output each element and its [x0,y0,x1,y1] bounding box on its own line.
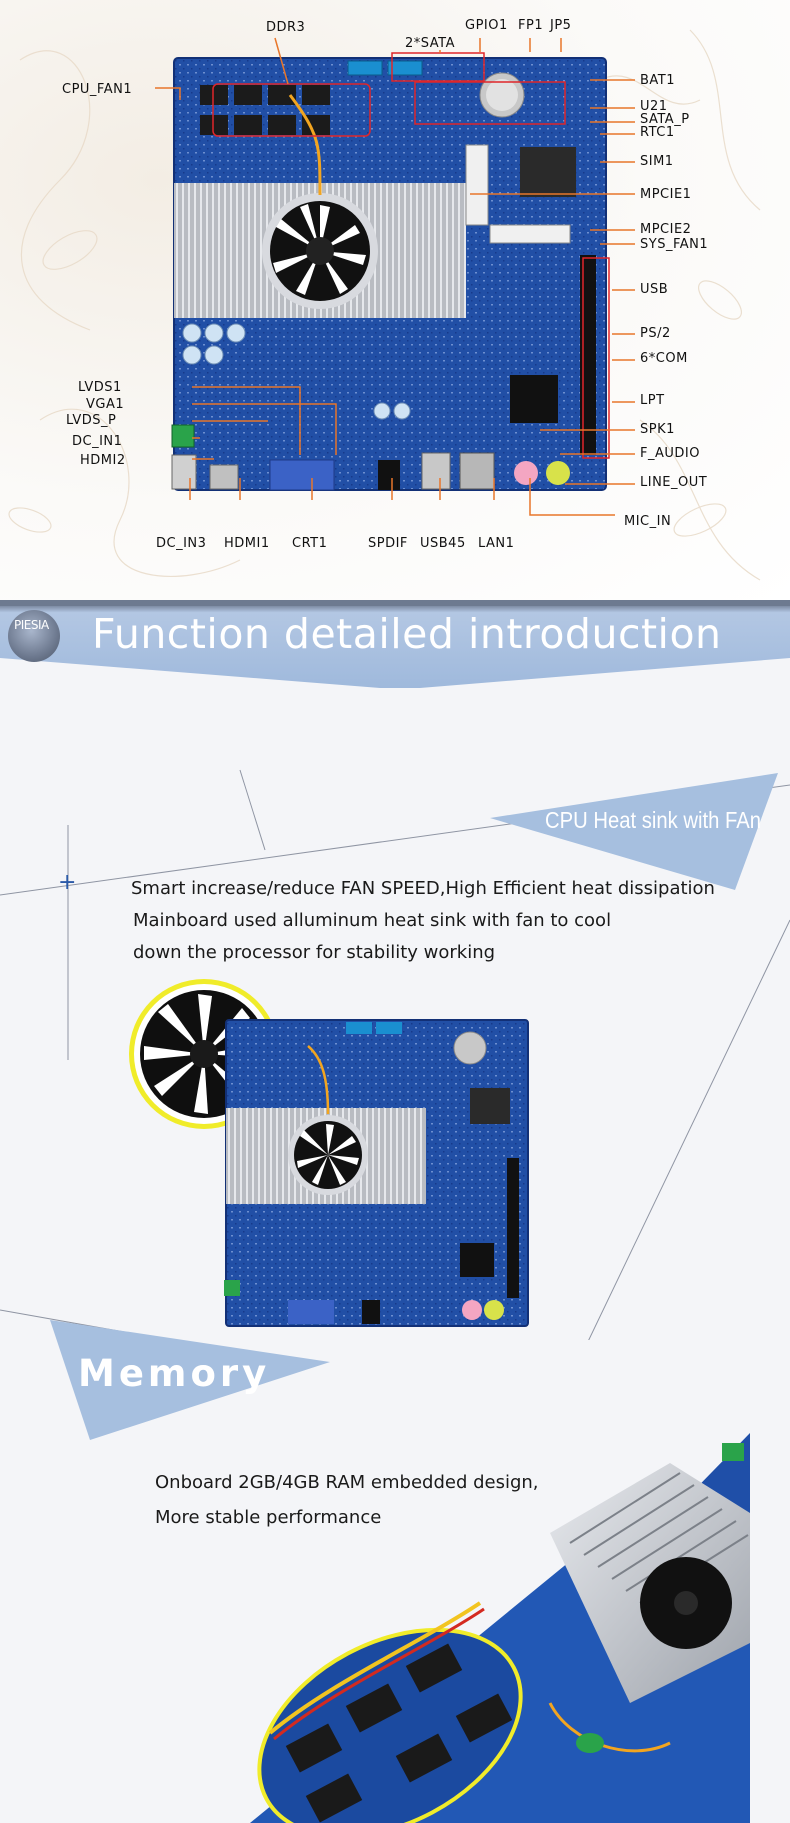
brand-logo-text: PIESIA [14,618,49,632]
memory-heading-shape [50,1320,330,1440]
callout-lines [155,37,635,516]
label-sata-p: SATA_P [640,112,690,127]
banner-title: Function detailed introduction [92,610,722,658]
label-lvds1: LVDS1 [78,380,122,395]
label-sim1: SIM1 [640,154,674,169]
label-vga1: VGA1 [86,397,125,412]
label-mpcie2: MPCIE2 [640,222,692,237]
cpu-desc-line-3: down the processor for stability working [133,942,496,963]
memory-heading: Memory [78,1352,271,1395]
label-lpt: LPT [640,393,665,408]
label-ddr3: DDR3 [266,20,306,35]
cpu-desc-line-1: Smart increase/reduce FAN SPEED,High Eff… [131,878,715,899]
floral-background-decoration [8,29,761,581]
label-6-com: 6*COM [640,351,688,366]
label-lan1: LAN1 [478,536,515,551]
plus-icon: + [58,870,77,895]
label-sys-fan1: SYS_FAN1 [640,237,709,252]
board-diagram-section: DDR3 2*SATA GPIO1 FP1 JP5 CPU_FAN1 BAT1 … [0,0,790,600]
label-spk1: SPK1 [640,422,675,437]
cpu-heatsink-heading: CPU Heat sink with FAn [545,807,761,833]
memory-desc-line-1: Onboard 2GB/4GB RAM embedded design, [155,1472,539,1493]
label-bat1: BAT1 [640,73,676,88]
label-u21: U21 [640,99,668,114]
label-hdmi2: HDMI2 [80,453,126,468]
label-usb: USB [640,282,669,297]
label-rtc1: RTC1 [640,125,675,140]
label-gpio1: GPIO1 [465,18,508,33]
brand-logo [8,610,60,662]
banner-shape [0,600,790,688]
cpu-fan-icon [262,193,378,309]
section-banner: Function detailed introduction [0,600,790,690]
label-mpcie1: MPCIE1 [640,187,692,202]
memory-desc-line-2: More stable performance [155,1507,382,1528]
label-dc-in3: DC_IN3 [156,536,207,551]
label-f-audio: F_AUDIO [640,446,700,461]
label-mic-in: MIC_IN [624,514,672,529]
memory-board-closeup-image [250,1433,750,1823]
cpu-desc-line-2: Mainboard used alluminum heat sink with … [133,910,612,931]
label-crt1: CRT1 [292,536,328,551]
label-2-sata: 2*SATA [405,36,455,51]
label-hdmi1: HDMI1 [224,536,270,551]
label-dc-in1: DC_IN1 [72,434,123,449]
label-ps2: PS/2 [640,326,671,341]
label-fp1: FP1 [518,18,544,33]
label-spdif: SPDIF [368,536,408,551]
label-cpu-fan1: CPU_FAN1 [62,82,133,97]
label-lvds-p: LVDS_P [66,413,117,428]
motherboard-image [171,57,607,491]
cpu-heatsink-board-image [224,1019,529,1327]
label-usb45: USB45 [420,536,466,551]
label-line-out: LINE_OUT [640,475,708,490]
label-jp5: JP5 [550,18,572,33]
